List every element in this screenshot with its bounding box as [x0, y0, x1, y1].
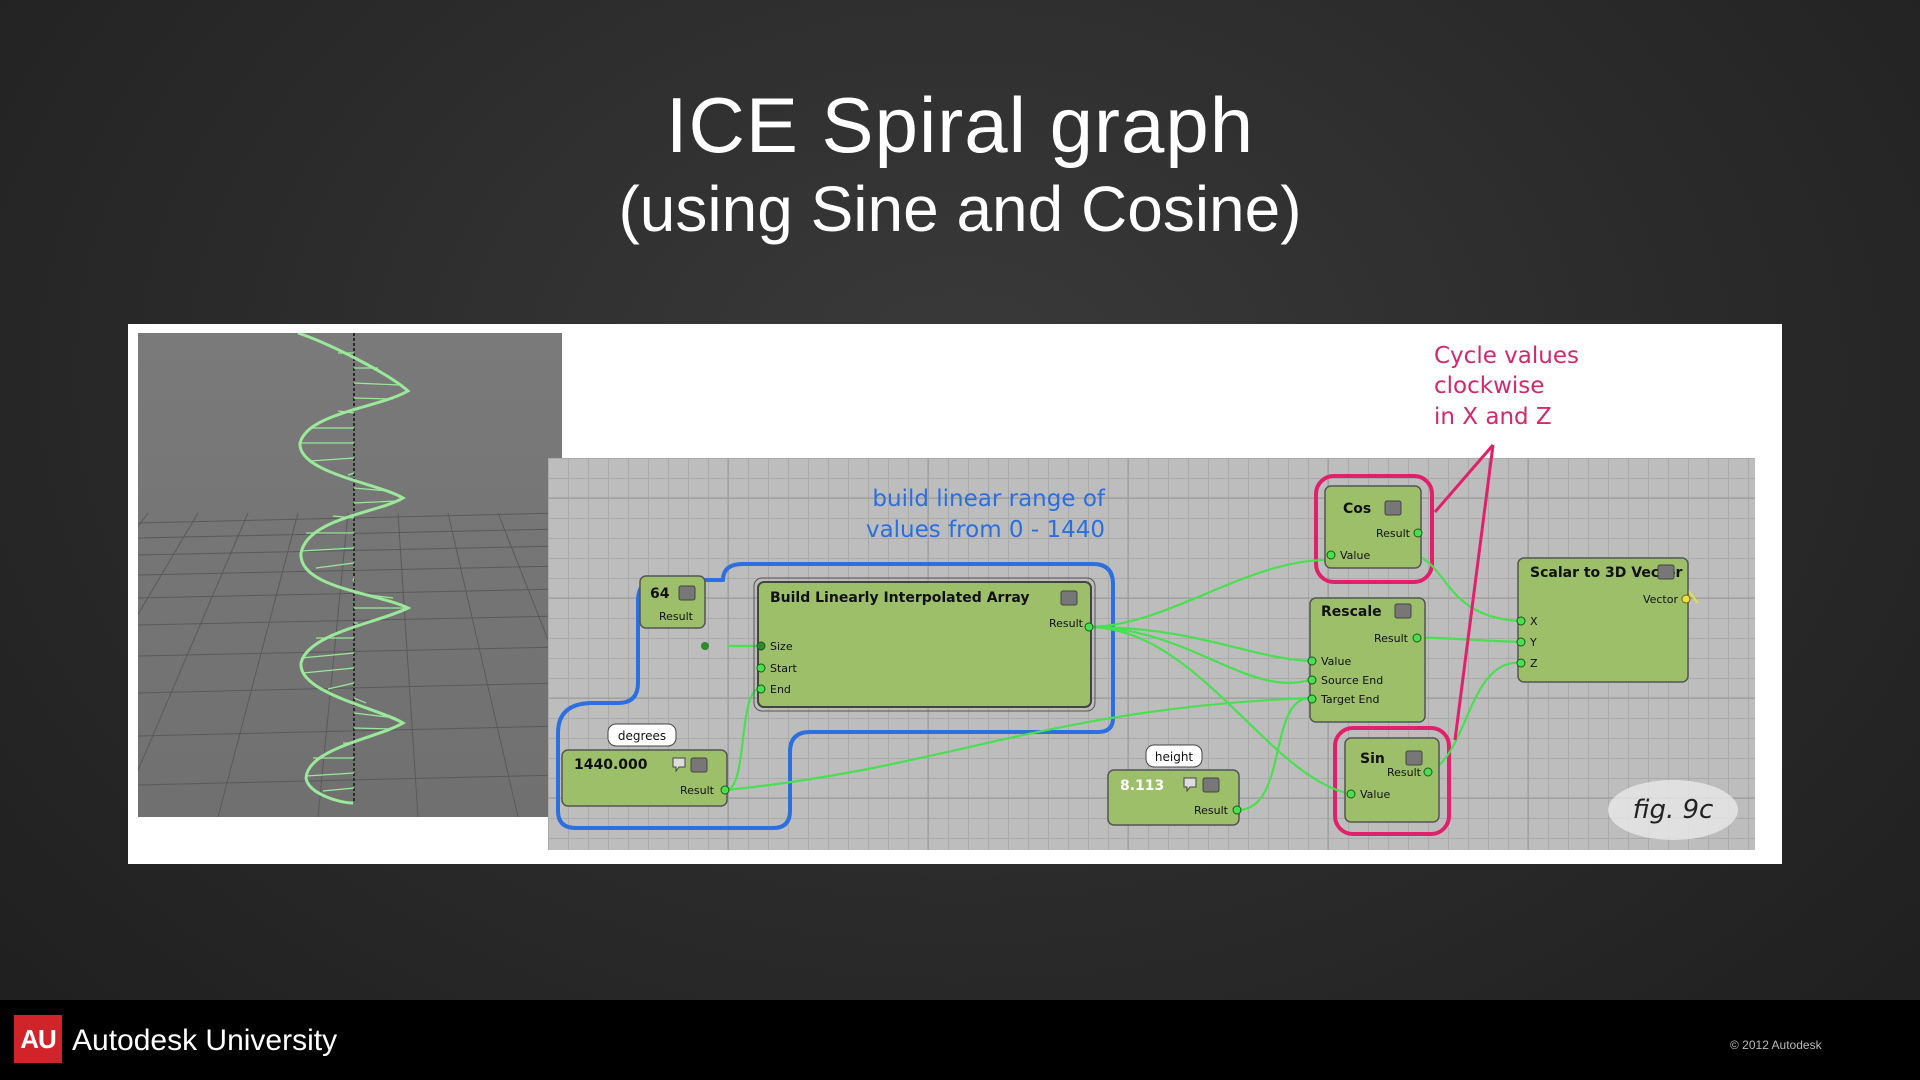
copyright: © 2012 Autodesk	[1730, 1038, 1822, 1052]
node-cos-menu-icon[interactable]	[1384, 500, 1402, 516]
cos-outline	[1314, 474, 1434, 584]
node-height-result-port[interactable]	[1232, 805, 1242, 815]
node-scalar-to-vector[interactable]: Scalar to 3D Vector Vector X Y Z	[1516, 557, 1691, 683]
node-s2v-z-label: Z	[1530, 657, 1538, 670]
node-build-title: Build Linearly Interpolated Array	[770, 590, 1030, 606]
node-degrees-result-port[interactable]	[720, 785, 730, 795]
node-degrees-result-label: Result	[680, 784, 715, 797]
node-height[interactable]: height 8.113 Result	[1107, 744, 1242, 826]
node-s2v-menu-icon[interactable]	[1657, 564, 1675, 580]
node-64[interactable]: 64 Result	[639, 575, 709, 650]
node-rescale-target-end-port[interactable]	[1307, 694, 1317, 704]
node-degrees-title: 1440.000	[574, 757, 648, 773]
node-height-result-label: Result	[1194, 804, 1229, 817]
brand-name: Autodesk University	[72, 1024, 338, 1057]
node-s2v-x-port[interactable]	[1516, 616, 1526, 626]
sin-outline	[1333, 726, 1451, 836]
node-build-array[interactable]: Build Linearly Interpolated Array Result…	[753, 577, 1096, 712]
spiral-spokes	[300, 352, 406, 792]
cycle-pointer-lines	[1433, 444, 1495, 741]
node-rescale-menu-icon[interactable]	[1394, 603, 1412, 619]
node-sin-menu-icon[interactable]	[1405, 750, 1423, 766]
node-sin-value-port[interactable]	[1346, 789, 1356, 799]
cycle-note-line3: in X and Z	[1434, 404, 1552, 430]
node-s2v-vector-port[interactable]	[1681, 594, 1691, 604]
node-rescale-result-port[interactable]	[1412, 633, 1422, 643]
comment-icon[interactable]	[1183, 777, 1197, 793]
ice-node-graph: 64 Result Build Linearly Interpolated Ar…	[548, 458, 1755, 850]
node-64-result-port[interactable]	[701, 642, 709, 650]
node-rescale-source-end-label: Source End	[1321, 674, 1383, 687]
node-build-end-port[interactable]	[756, 684, 766, 694]
build-range-outline-path	[556, 562, 1115, 830]
node-degrees[interactable]: degrees 1440.000 Result	[561, 723, 730, 807]
node-degrees-menu-icon[interactable]	[690, 757, 708, 773]
node-cos-result-port[interactable]	[1413, 528, 1423, 538]
node-rescale-result-label: Result	[1374, 632, 1409, 645]
node-rescale-source-end-port[interactable]	[1307, 675, 1317, 685]
footer-bar	[0, 1000, 1920, 1080]
node-cos-value-label: Value	[1340, 549, 1370, 562]
range-note-line1: build linear range of	[872, 486, 1105, 512]
node-build-start-port[interactable]	[756, 663, 766, 673]
node-sin-result-port[interactable]	[1423, 767, 1433, 777]
node-height-tag-bubble	[1145, 744, 1203, 768]
node-cos-title: Cos	[1343, 501, 1371, 517]
node-build-menu-icon[interactable]	[1060, 590, 1078, 606]
node-cos-value-port[interactable]	[1326, 550, 1336, 560]
annotation-overlay: build linear range of values from 0 - 14…	[866, 343, 1579, 741]
slide-title: ICE Spiral graph	[665, 81, 1255, 169]
node-graph-canvas: 64 Result Build Linearly Interpolated Ar…	[548, 458, 1755, 850]
node-degrees-tag: degrees	[618, 729, 666, 743]
node-cos[interactable]: Cos Result Value	[1324, 485, 1423, 569]
node-build-size-label: Size	[770, 640, 793, 653]
node-s2v-y-label: Y	[1529, 636, 1537, 649]
range-note-line2: values from 0 - 1440	[866, 517, 1105, 543]
figure-label: fig. 9c	[1608, 780, 1738, 840]
node-sin-result-label: Result	[1387, 766, 1422, 779]
node-build-start-label: Start	[770, 662, 798, 675]
comment-icon[interactable]	[672, 757, 686, 773]
spiral-render	[138, 333, 562, 817]
node-rescale[interactable]: Rescale Result Value Source End Target E…	[1307, 597, 1426, 723]
node-cos-result-label: Result	[1376, 527, 1411, 540]
node-s2v-x-label: X	[1530, 615, 1538, 628]
node-build-size-port[interactable]	[756, 641, 766, 651]
node-64-title: 64	[650, 586, 670, 602]
node-64-menu-icon[interactable]	[678, 585, 696, 601]
node-height-title: 8.113	[1120, 778, 1164, 794]
node-sin[interactable]: Sin Result Value	[1344, 737, 1440, 823]
node-build-result-label: Result	[1049, 617, 1084, 630]
node-s2v-vector-label: Vector	[1643, 593, 1679, 606]
node-sin-title: Sin	[1360, 751, 1385, 767]
node-build-end-label: End	[770, 683, 791, 696]
node-s2v-y-port[interactable]	[1516, 637, 1526, 647]
node-degrees-tag-bubble	[607, 723, 677, 747]
node-s2v-title: Scalar to 3D Vector	[1530, 565, 1682, 581]
node-rescale-target-end-label: Target End	[1320, 693, 1379, 706]
cycle-note-line2: clockwise	[1434, 373, 1544, 399]
node-s2v-z-port[interactable]	[1516, 658, 1526, 668]
node-rescale-value-label: Value	[1321, 655, 1351, 668]
node-rescale-value-port[interactable]	[1307, 656, 1317, 666]
viewport-3d	[138, 333, 562, 817]
node-rescale-title: Rescale	[1321, 604, 1382, 620]
spiral-curve	[297, 333, 412, 805]
node-height-tag: height	[1155, 750, 1194, 764]
cycle-note-line1: Cycle values	[1434, 343, 1579, 369]
node-height-menu-icon[interactable]	[1202, 777, 1220, 793]
figure-label-text: fig. 9c	[1633, 795, 1714, 825]
node-build-result-port[interactable]	[1084, 622, 1094, 632]
node-sin-value-label: Value	[1360, 788, 1390, 801]
node-64-result-label: Result	[659, 610, 694, 623]
au-logo: AU	[14, 1015, 62, 1063]
slide-subtitle: (using Sine and Cosine)	[618, 173, 1302, 245]
